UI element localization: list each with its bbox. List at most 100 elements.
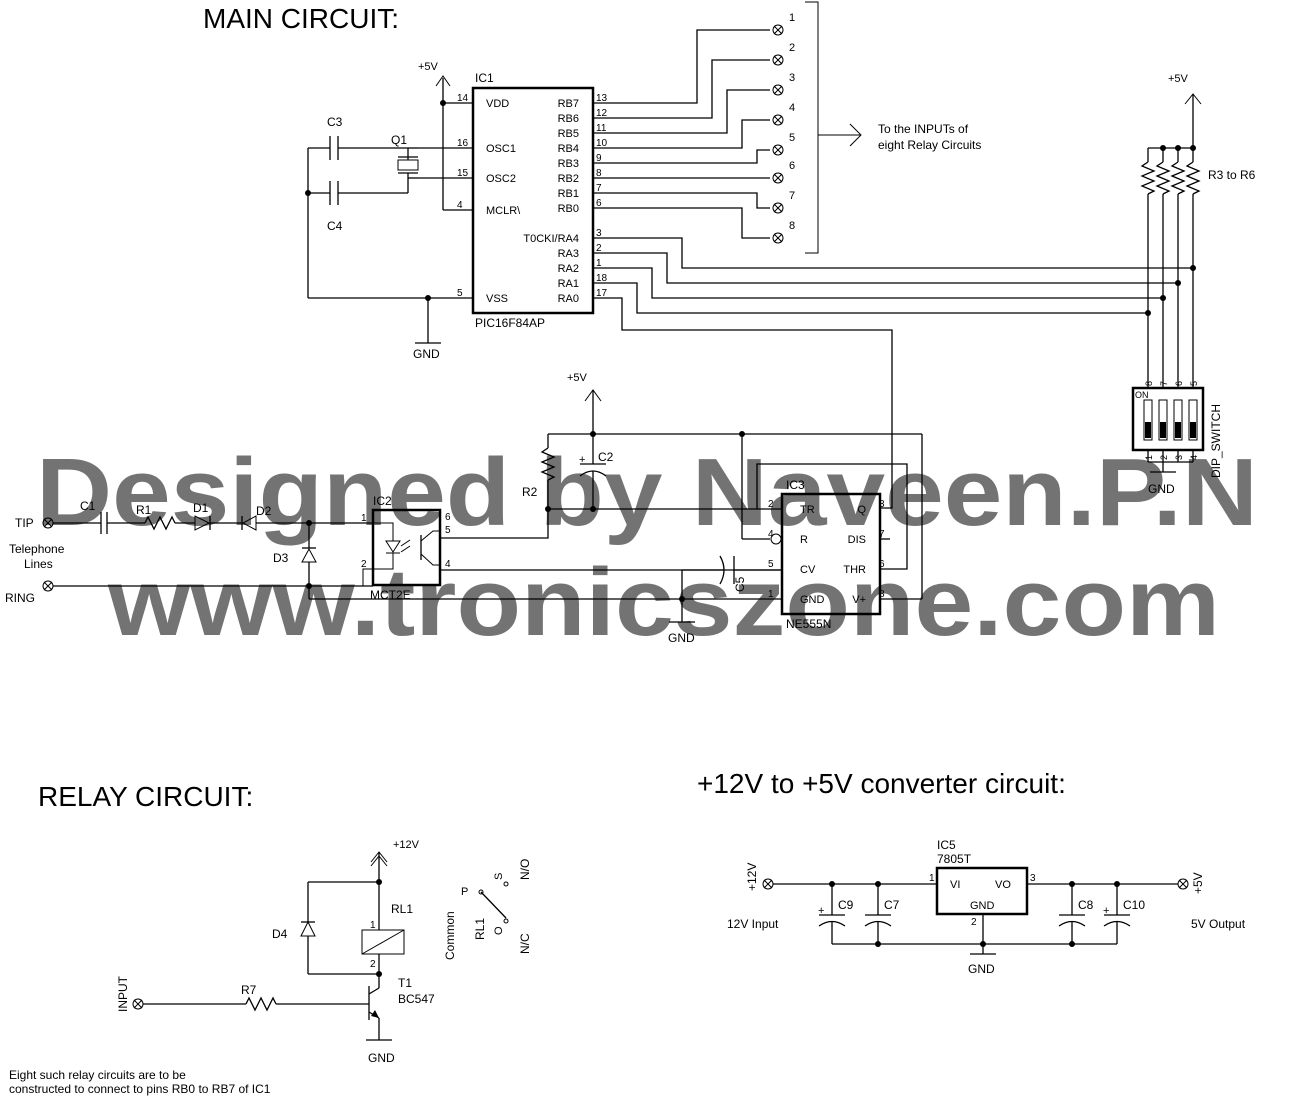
ic1-pin-name: RB5 xyxy=(558,128,579,140)
ic2-pin4: 4 xyxy=(445,559,451,570)
dip-switch-slot xyxy=(1143,399,1153,441)
ic3-pin-number: 8 xyxy=(879,589,885,600)
converter-in-text: 12V Input xyxy=(727,917,779,931)
dip-switch-lever xyxy=(1160,422,1166,438)
ic1-pin-name: RA0 xyxy=(558,293,579,305)
relay-no-label: N/O xyxy=(518,859,532,880)
converter-input-terminal xyxy=(762,878,774,890)
dip-on-label: ON xyxy=(1135,390,1149,400)
capacitor-c3: C3 xyxy=(308,115,408,160)
ic3-pin-number: 1 xyxy=(768,589,774,600)
ic1-pin-number: 7 xyxy=(596,183,602,194)
c7-label: C7 xyxy=(884,898,900,912)
dip-bottom-number: 4 xyxy=(1189,455,1199,460)
outputs-note-line1: To the INPUTs of xyxy=(878,122,969,136)
rl1-coil-label: RL1 xyxy=(391,902,413,916)
ic2-pin2: 2 xyxy=(361,559,367,570)
rl1-contact-label: RL1 xyxy=(473,918,487,940)
t1-label: T1 xyxy=(398,976,412,990)
ic1-pin-name: RB2 xyxy=(558,173,579,185)
ic1-pin-number: 2 xyxy=(596,243,602,254)
r7-label: R7 xyxy=(241,983,257,997)
relay-gnd-label: GND xyxy=(368,1051,395,1065)
converter-title: +12V to +5V converter circuit: xyxy=(697,768,1066,799)
output-terminal-number: 4 xyxy=(789,102,795,114)
ic1-pin-number: 17 xyxy=(596,288,608,299)
coil-pin2: 2 xyxy=(370,959,376,970)
ic5-vi: VI xyxy=(950,879,960,891)
dip-switch-slot xyxy=(1188,399,1198,441)
d1-label: D1 xyxy=(193,501,209,515)
tip-label: TIP xyxy=(15,516,34,530)
ic5-pin1: 1 xyxy=(929,873,935,884)
ic5-pin2: 2 xyxy=(971,917,977,928)
dip-top-number: 6 xyxy=(1174,381,1184,386)
output-terminal xyxy=(772,84,784,96)
ic1-pin-name: T0CKI/RA4 xyxy=(523,233,579,245)
ic2-pin6: 6 xyxy=(445,512,451,523)
ic3-pin-name: Q xyxy=(857,504,866,516)
pullup-resistor xyxy=(1140,161,1156,195)
output-terminal xyxy=(772,232,784,244)
ic1-pin-number: 8 xyxy=(596,168,602,179)
dip-bottom-number: 2 xyxy=(1159,455,1169,460)
ring-terminal xyxy=(42,580,54,592)
relay-vcc-label: +12V xyxy=(393,839,420,851)
ic5-vo: VO xyxy=(995,879,1011,891)
ra-port-wiring xyxy=(593,237,1196,509)
relay-note-line2: constructed to connect to pins RB0 to RB… xyxy=(9,1082,271,1096)
dip-switch-label: DIP_SWITCH xyxy=(1209,404,1223,478)
ring-label: RING xyxy=(5,591,35,605)
ic3-pin-number: 7 xyxy=(879,529,885,540)
converter-gnd-label: GND xyxy=(968,962,995,976)
ic5-ref: IC5 xyxy=(937,838,956,852)
coil-pin1: 1 xyxy=(370,920,376,931)
output-terminal-number: 2 xyxy=(789,42,795,54)
ic1-pin-name: RB1 xyxy=(558,188,579,200)
c2-plus-sign: + xyxy=(579,454,585,466)
pullup-resistor xyxy=(1155,161,1171,195)
c8-label: C8 xyxy=(1078,898,1094,912)
relay-contact-s: S xyxy=(493,873,505,880)
ic3-ref: IC3 xyxy=(786,478,805,492)
dip-gnd-label: GND xyxy=(1148,482,1175,496)
output-terminal-number: 7 xyxy=(789,190,795,202)
ic1-pin-number: 18 xyxy=(596,273,608,284)
ic3-pin-number: 4 xyxy=(768,529,774,540)
converter-circuit: +12V 12V Input + C9 C7 IC5 7805T VI VO G… xyxy=(727,838,1246,976)
ic1-pin-name: VSS xyxy=(486,293,508,305)
ic5-gnd: GND xyxy=(970,900,995,912)
c10-plus-sign: + xyxy=(1103,905,1109,917)
ic1-pin-name: RB6 xyxy=(558,113,579,125)
r3-r6-label: R3 to R6 xyxy=(1208,168,1256,182)
ic1-pin-number: 1 xyxy=(596,258,602,269)
dip-switch-lever xyxy=(1145,422,1151,438)
ic1-pin-number: 9 xyxy=(596,153,602,164)
dip-switch-lever xyxy=(1175,422,1181,438)
dip-switch-lever xyxy=(1190,422,1196,438)
ic2-mct2e: IC2 MCT2E 1 2 4 5 6 xyxy=(361,494,451,602)
dip-switch-slot xyxy=(1173,399,1183,441)
dip-switch-slot xyxy=(1158,399,1168,441)
output-terminal xyxy=(772,24,784,36)
relay-circuit-title: RELAY CIRCUIT: xyxy=(38,781,253,812)
ic3-pin-name: DIS xyxy=(848,534,866,546)
ic1-pin-number: 15 xyxy=(457,168,469,179)
output-bracket: To the INPUTs of eight Relay Circuits xyxy=(805,1,981,254)
ic3-pin-name: V+ xyxy=(852,594,866,606)
c5-label: C5 xyxy=(733,576,747,592)
relay-input-label: INPUT xyxy=(116,975,130,1012)
t1-part-label: BC547 xyxy=(398,992,435,1006)
output-terminal xyxy=(772,144,784,156)
relay-contact-o: O xyxy=(493,926,505,935)
ic1-pin-name: RB0 xyxy=(558,203,579,215)
ic1-pin-name: RA2 xyxy=(558,263,579,275)
c1-label: C1 xyxy=(80,499,96,513)
ic5-pin3: 3 xyxy=(1030,873,1036,884)
pullup-resistors-r3-r6: +5V R3 to R6 xyxy=(1140,73,1256,388)
ic1-pin-name: RB4 xyxy=(558,143,579,155)
